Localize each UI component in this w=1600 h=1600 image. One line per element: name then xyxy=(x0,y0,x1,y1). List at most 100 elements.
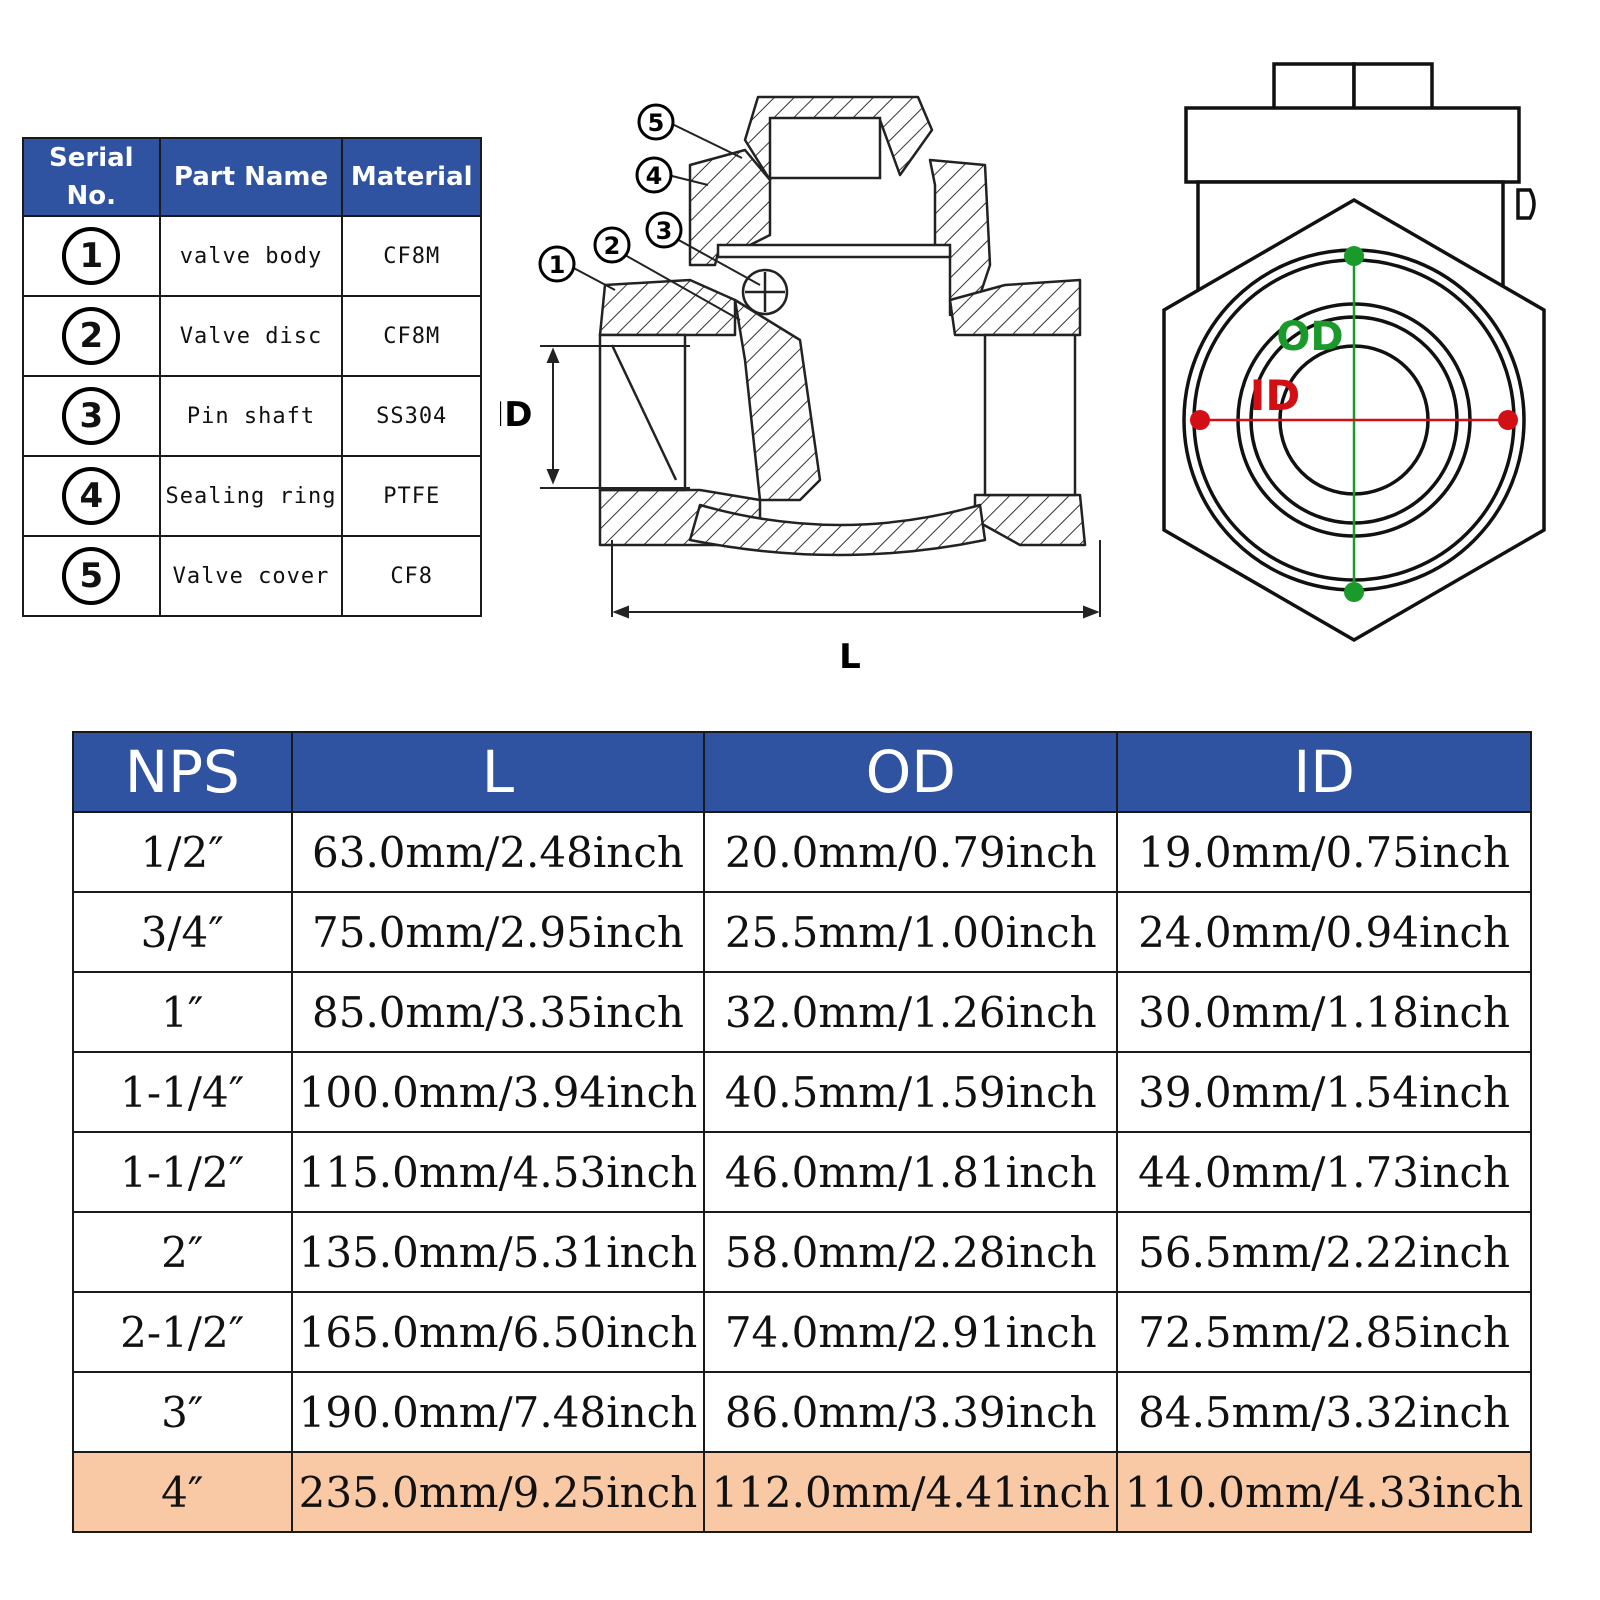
serial-number-badge: 1 xyxy=(62,227,121,285)
part-name-cell: Pin shaft xyxy=(158,375,344,457)
table-row: 1/2″ 63.0mm/2.48inch 20.0mm/0.79inch 19.… xyxy=(72,811,1532,893)
callout-4: 4 xyxy=(646,162,663,190)
id-header: ID xyxy=(1116,731,1532,813)
od-cell: 86.0mm/3.39inch xyxy=(703,1371,1119,1453)
callout-1: 1 xyxy=(549,251,566,279)
table-row: 2-1/2″ 165.0mm/6.50inch 74.0mm/2.91inch … xyxy=(72,1291,1532,1373)
bonnet-nub xyxy=(1516,188,1536,220)
nps-header: NPS xyxy=(72,731,293,813)
od-dimension xyxy=(1344,246,1364,602)
material-cell: CF8M xyxy=(341,215,482,297)
upper-body-right-shape xyxy=(928,158,992,317)
id-cell: 44.0mm/1.73inch xyxy=(1116,1131,1532,1213)
serial-number-badge: 2 xyxy=(62,307,121,365)
callout-group: 5 4 3 2 1 xyxy=(538,103,683,283)
size-spec-table: NPS L OD ID 1/2″ 63.0mm/2.48inch 20.0mm/… xyxy=(72,731,1532,1533)
callout-2: 2 xyxy=(604,232,621,260)
l-cell: 63.0mm/2.48inch xyxy=(290,811,706,893)
l-cell: 165.0mm/6.50inch xyxy=(290,1291,706,1373)
nps-cell: 1/2″ xyxy=(72,811,293,893)
serial-number-badge: 3 xyxy=(62,387,121,445)
part-name-header: Part Name xyxy=(158,137,344,217)
od-cell: 74.0mm/2.91inch xyxy=(703,1291,1119,1373)
right-port-bore xyxy=(983,333,1077,497)
table-row: 1-1/4″ 100.0mm/3.94inch 40.5mm/1.59inch … xyxy=(72,1051,1532,1133)
id-cell: 30.0mm/1.18inch xyxy=(1116,971,1532,1053)
id-cell: 24.0mm/0.94inch xyxy=(1116,891,1532,973)
valve-end-view: OD ID xyxy=(1162,62,1546,643)
nps-cell: 1-1/2″ xyxy=(72,1131,293,1213)
table-row: 3″ 190.0mm/7.48inch 86.0mm/3.39inch 84.5… xyxy=(72,1371,1532,1453)
id-cell: 72.5mm/2.85inch xyxy=(1116,1291,1532,1373)
id-cell: 56.5mm/2.22inch xyxy=(1116,1211,1532,1293)
id-cell: 39.0mm/1.54inch xyxy=(1116,1051,1532,1133)
l-dimension-label: L xyxy=(839,637,861,677)
nps-cell: 1″ xyxy=(72,971,293,1053)
cap-top-right xyxy=(1352,62,1434,112)
right-port-top-wall xyxy=(948,278,1082,337)
od-cell: 46.0mm/1.81inch xyxy=(703,1131,1119,1213)
id-cell: 19.0mm/0.75inch xyxy=(1116,811,1532,893)
serial-number-badge: 5 xyxy=(62,547,121,605)
nps-cell: 2-1/2″ xyxy=(72,1291,293,1373)
nps-cell: 4″ xyxy=(72,1451,293,1533)
table-row: 3/4″ 75.0mm/2.95inch 25.5mm/1.00inch 24.… xyxy=(72,891,1532,973)
cover-inner xyxy=(768,116,882,180)
l-cell: 115.0mm/4.53inch xyxy=(290,1131,706,1213)
id-label: ID xyxy=(1250,371,1301,420)
parts-header-row: Serial No. Part Name Material xyxy=(22,137,482,217)
seat-plate xyxy=(716,243,952,259)
part-name-cell: Valve disc xyxy=(158,295,344,377)
callout-3: 3 xyxy=(656,217,673,245)
l-cell: 135.0mm/5.31inch xyxy=(290,1211,706,1293)
left-port-bore xyxy=(598,333,687,492)
id-dimension xyxy=(1190,410,1518,430)
od-cell: 20.0mm/0.79inch xyxy=(703,811,1119,893)
table-row: 4 Sealing ring PTFE xyxy=(22,455,482,537)
table-row: 1-1/2″ 115.0mm/4.53inch 46.0mm/1.81inch … xyxy=(72,1131,1532,1213)
right-port-bottom-wall xyxy=(973,493,1087,547)
od-cell: 58.0mm/2.28inch xyxy=(703,1211,1119,1293)
od-label: OD xyxy=(1276,314,1343,360)
id-dimension-label: ID xyxy=(500,395,532,435)
table-row: 2″ 135.0mm/5.31inch 58.0mm/2.28inch 56.5… xyxy=(72,1211,1532,1293)
body-bottom-curve xyxy=(688,503,987,557)
od-header: OD xyxy=(703,731,1119,813)
table-row: 1″ 85.0mm/3.35inch 32.0mm/1.26inch 30.0m… xyxy=(72,971,1532,1053)
nps-cell: 2″ xyxy=(72,1211,293,1293)
table-row: 3 Pin shaft SS304 xyxy=(22,375,482,457)
serial-number-badge: 4 xyxy=(62,467,121,525)
material-cell: CF8M xyxy=(341,295,482,377)
part-name-cell: Sealing ring xyxy=(158,455,344,537)
od-cell: 112.0mm/4.41inch xyxy=(703,1451,1119,1533)
table-row-highlighted: 4″ 235.0mm/9.25inch 112.0mm/4.41inch 110… xyxy=(72,1451,1532,1533)
od-cell: 25.5mm/1.00inch xyxy=(703,891,1119,973)
l-cell: 235.0mm/9.25inch xyxy=(290,1451,706,1533)
id-cell: 84.5mm/3.32inch xyxy=(1116,1371,1532,1453)
parts-table: Serial No. Part Name Material 1 valve bo… xyxy=(22,137,482,617)
valve-section-drawing: 5 4 3 2 1 ID L xyxy=(500,95,1101,677)
l-cell: 75.0mm/2.95inch xyxy=(290,891,706,973)
l-cell: 85.0mm/3.35inch xyxy=(290,971,706,1053)
l-header: L xyxy=(290,731,706,813)
cap-top-left xyxy=(1272,62,1356,112)
left-port-top-wall xyxy=(598,278,737,337)
od-cell: 32.0mm/1.26inch xyxy=(703,971,1119,1053)
l-cell: 190.0mm/7.48inch xyxy=(290,1371,706,1453)
l-cell: 100.0mm/3.94inch xyxy=(290,1051,706,1133)
nps-cell: 3″ xyxy=(72,1371,293,1453)
table-row: 5 Valve cover CF8 xyxy=(22,535,482,617)
serial-no-header: Serial No. xyxy=(22,137,161,217)
callout-5: 5 xyxy=(648,109,665,137)
valve-disc-arm xyxy=(733,298,822,502)
nps-cell: 3/4″ xyxy=(72,891,293,973)
bonnet-rect xyxy=(1184,106,1521,184)
od-cell: 40.5mm/1.59inch xyxy=(703,1051,1119,1133)
material-cell: SS304 xyxy=(341,375,482,457)
part-name-cell: valve body xyxy=(158,215,344,297)
material-cell: PTFE xyxy=(341,455,482,537)
nps-cell: 1-1/4″ xyxy=(72,1051,293,1133)
part-name-cell: Valve cover xyxy=(158,535,344,617)
material-header: Material xyxy=(341,137,482,217)
spec-header-row: NPS L OD ID xyxy=(72,731,1532,813)
